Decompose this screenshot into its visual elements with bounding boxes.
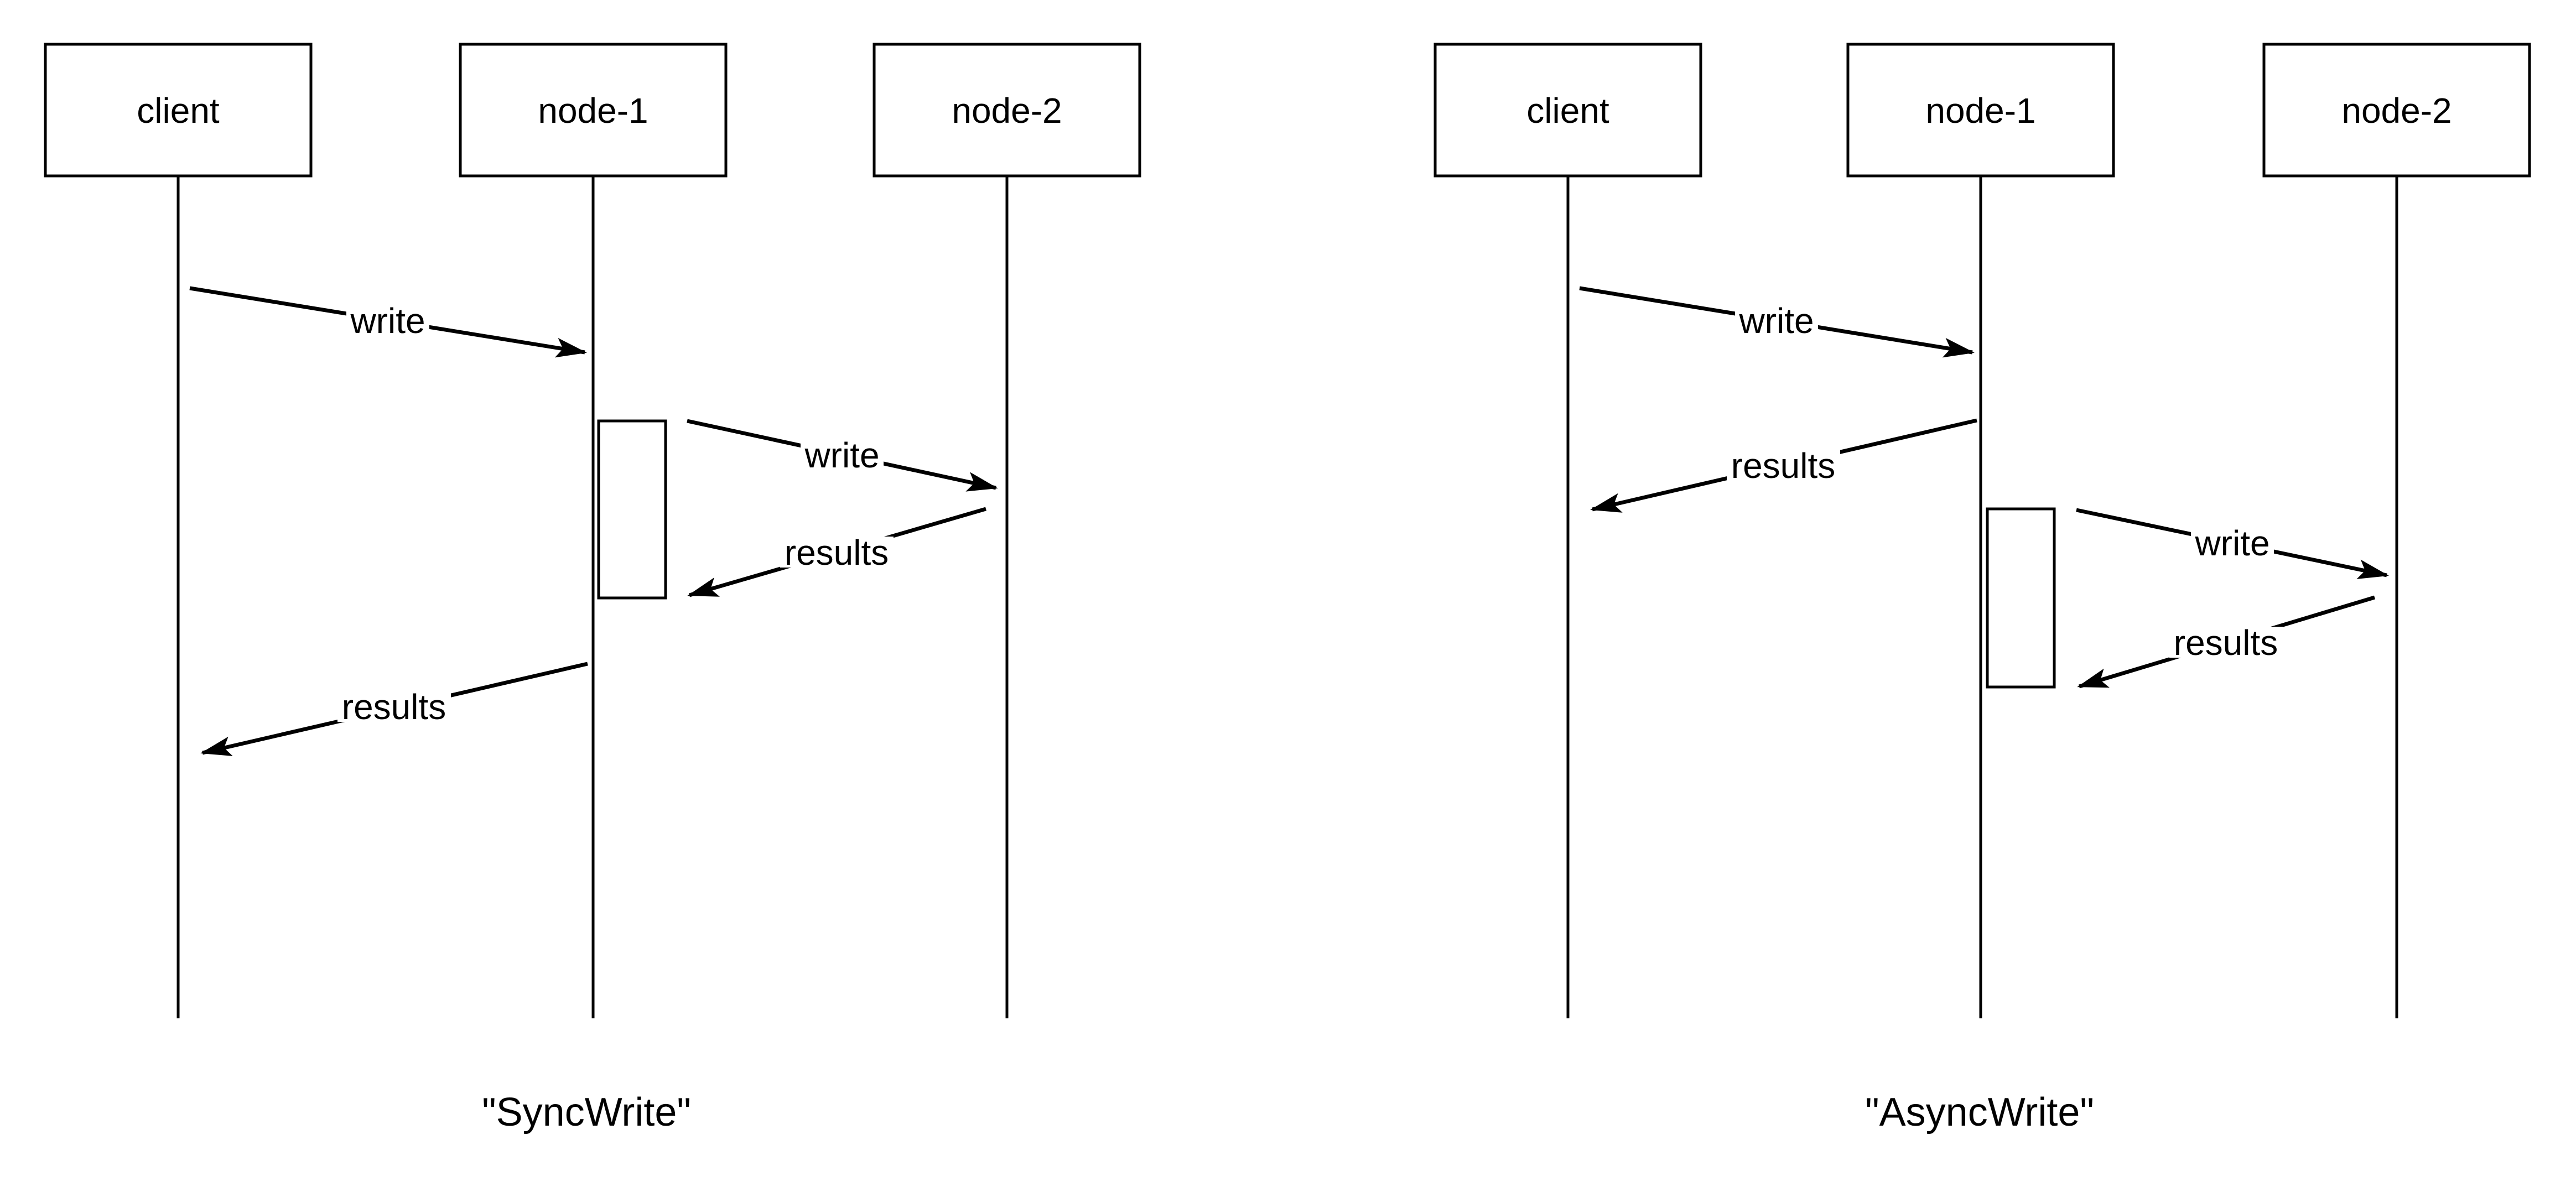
activation-bar-node-1 xyxy=(597,419,667,600)
actor-box-client xyxy=(1434,43,1702,178)
message-write-client-node1: write xyxy=(189,286,587,358)
message-label: write xyxy=(1738,301,1814,341)
message-label-bg xyxy=(2191,527,2274,558)
message-label: results xyxy=(785,533,889,573)
message-label: write xyxy=(350,301,425,341)
message-label-bg xyxy=(1727,450,1840,481)
actor-label-client: client xyxy=(1526,91,1609,131)
message-results-node1-client: results xyxy=(1590,418,1977,513)
message-label: results xyxy=(1731,446,1836,486)
message-label: results xyxy=(342,687,446,727)
message-label: results xyxy=(2174,623,2278,663)
message-write-node1-node2: write xyxy=(687,419,998,492)
message-label-bg xyxy=(1735,305,1818,336)
message-label-bg xyxy=(2169,627,2283,658)
actor-box-client xyxy=(44,43,313,178)
actor-label-node-1: node-1 xyxy=(1925,91,2035,131)
actor-box-node-2 xyxy=(2262,43,2531,178)
actor-label-client: client xyxy=(137,91,220,131)
message-label-bg xyxy=(801,439,884,470)
sequence-diagram-syncwrite: client node-1 node-2 write write results… xyxy=(44,43,1141,1134)
diagram-caption-asyncwrite: "AsyncWrite" xyxy=(1865,1090,2094,1134)
actor-box-node-2 xyxy=(872,43,1141,178)
message-label-bg xyxy=(337,691,451,722)
sequence-diagram-asyncwrite: client node-1 node-2 write results write… xyxy=(1434,43,2531,1134)
activation-bar-node-1 xyxy=(1986,507,2056,689)
message-label-bg xyxy=(346,305,429,336)
message-label-bg xyxy=(780,537,894,568)
message-write-client-node1: write xyxy=(1579,286,1975,358)
message-results-node2-node1: results xyxy=(687,507,986,597)
message-results-node1-client: results xyxy=(200,662,588,756)
actor-label-node-2: node-2 xyxy=(952,91,1062,131)
actor-label-node-1: node-1 xyxy=(538,91,648,131)
actor-box-node-1 xyxy=(1846,43,2115,178)
actor-label-node-2: node-2 xyxy=(2341,91,2452,131)
actor-box-node-1 xyxy=(459,43,728,178)
message-results-node2-node1: results xyxy=(2077,595,2376,689)
diagram-caption-syncwrite: "SyncWrite" xyxy=(482,1090,691,1134)
message-label: write xyxy=(804,435,879,475)
message-write-node1-node2: write xyxy=(2076,508,2389,579)
message-label: write xyxy=(2194,523,2269,563)
